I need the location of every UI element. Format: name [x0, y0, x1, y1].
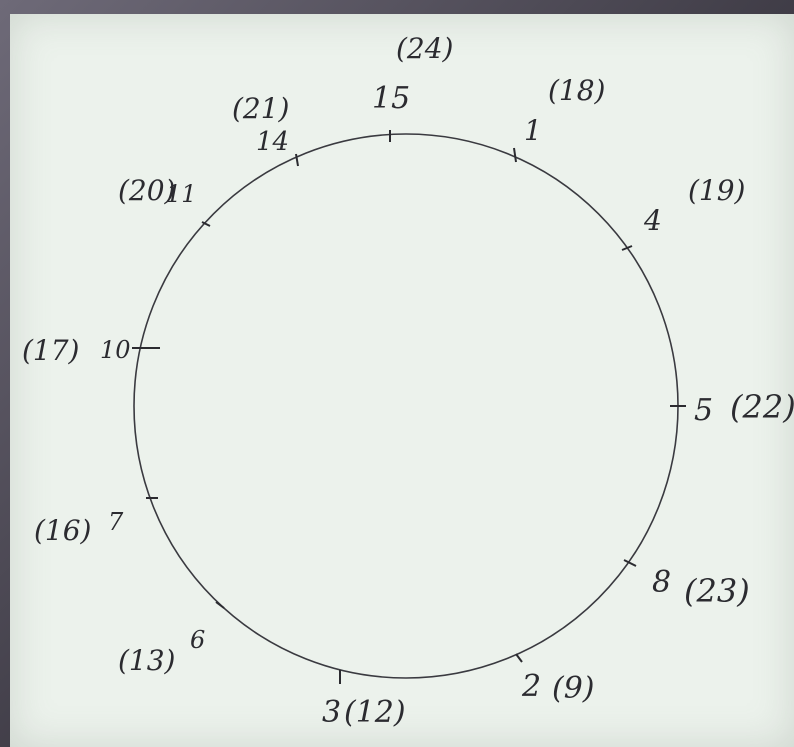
tick-6: [215, 601, 225, 609]
label-14: 14: [256, 127, 289, 157]
paren-label-8: (23): [684, 572, 750, 610]
label-4: 4: [643, 204, 662, 237]
label-8: 8: [652, 565, 671, 600]
label-3: 3: [322, 695, 341, 730]
tick-marks: [132, 130, 686, 684]
tick-1: [513, 147, 517, 163]
paren-label-5: (22): [730, 388, 794, 426]
paren-label-4: (19): [688, 174, 745, 207]
label-6: 6: [190, 626, 205, 654]
label-7: 7: [108, 508, 124, 536]
label-5: 5: [694, 393, 713, 428]
paren-label-1: (18): [548, 74, 605, 107]
tick-labels: 15 (24) 1(18) 4 (19) 5 (22) 8 (23) 2 (9) 3(12) 6 (13)…: [22, 32, 794, 730]
label-10: 10: [100, 336, 131, 364]
paren-label-2: (9): [552, 671, 595, 706]
paren-label-10: (17): [22, 334, 79, 367]
paren-label-6: (13): [118, 644, 175, 677]
tick-4: [621, 245, 633, 251]
label-2: 2: [521, 669, 541, 704]
paren-label-7: (16): [34, 514, 91, 547]
tick-11: [201, 221, 211, 227]
tick-14: [295, 153, 299, 167]
label-1: 1: [524, 114, 542, 147]
label-15: 15: [372, 81, 410, 116]
paren-label-14: (21): [232, 92, 289, 125]
circle-outline: [133, 133, 679, 679]
tick-8: [623, 559, 637, 567]
paren-label-11: (20): [118, 174, 175, 207]
label-11: 11: [166, 180, 197, 208]
paren-label-15: (24): [396, 32, 453, 65]
tick-2: [515, 653, 523, 663]
paren-label-3: (12): [344, 695, 406, 730]
paper-sheet: [10, 14, 794, 747]
